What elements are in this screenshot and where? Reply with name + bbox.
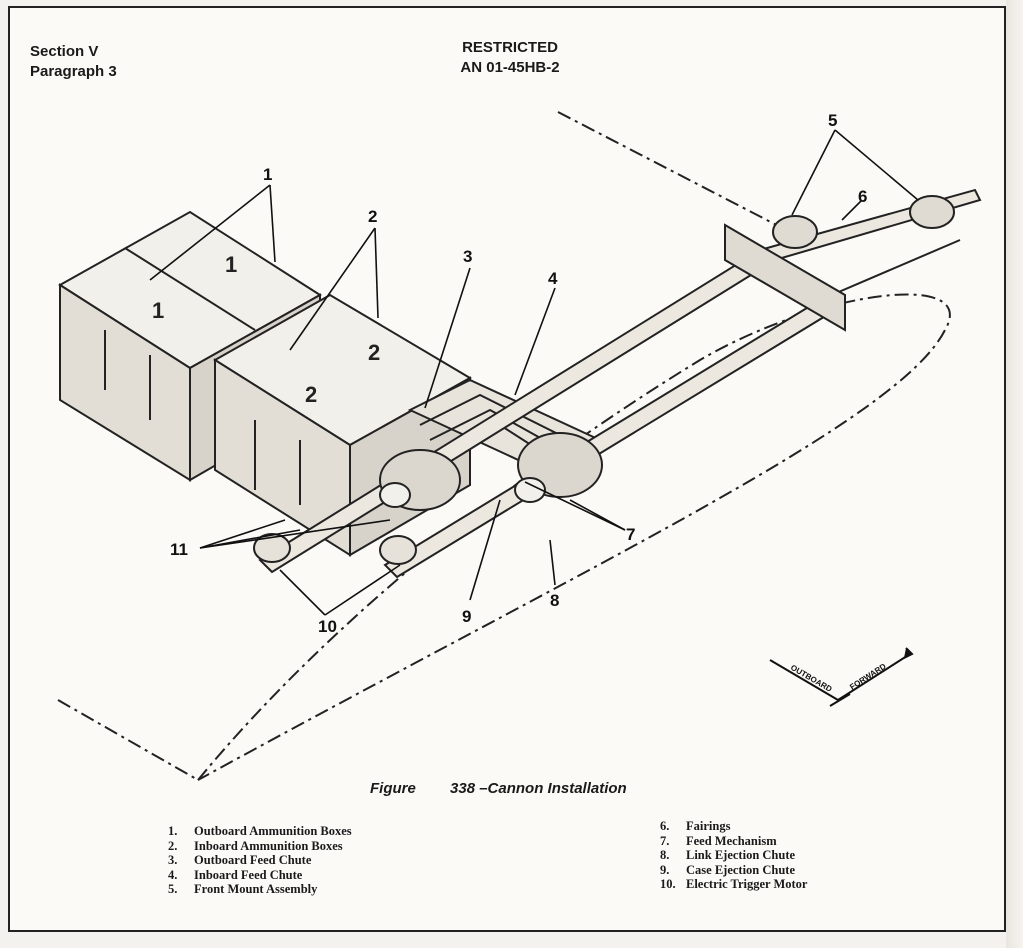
callout-2: 2: [368, 207, 377, 226]
legend-left-column: 1.Outboard Ammunition Boxes 2.Inboard Am…: [168, 824, 352, 897]
legend-item: 10.Electric Trigger Motor: [660, 877, 808, 891]
callout-7: 7: [626, 525, 635, 544]
section-header: Section V Paragraph 3: [30, 42, 117, 82]
figure-caption: Figure 338 –Cannon Installation: [370, 780, 710, 797]
paragraph-label: Paragraph 3: [30, 63, 117, 80]
legend-item: 3.Outboard Feed Chute: [168, 853, 312, 867]
legend-item: 1.Outboard Ammunition Boxes: [168, 824, 352, 838]
legend-item: 5.Front Mount Assembly: [168, 882, 318, 896]
legend-item: 6.Fairings: [660, 819, 731, 833]
box-label-outboard-front: 1: [152, 298, 164, 323]
legend-item: 8.Link Ejection Chute: [660, 848, 796, 862]
wing-lower-edge: [57, 699, 199, 781]
feed-mechanisms: [379, 432, 603, 511]
box-label-outboard-rear: 1: [225, 252, 237, 277]
legend-item: 7.Feed Mechanism: [660, 833, 777, 848]
figure-title: 338 –Cannon Installation: [450, 780, 627, 797]
forward-label: FORWARD: [848, 662, 888, 692]
callout-9: 9: [462, 607, 471, 626]
callout-10: 10: [318, 617, 337, 636]
callout-11: 11: [170, 540, 188, 559]
legend-item: 4.Inboard Feed Chute: [168, 867, 303, 882]
direction-indicator: [769, 647, 914, 707]
classification-label: RESTRICTED: [462, 39, 558, 56]
callout-5: 5: [828, 111, 837, 130]
box-label-inboard-rear: 2: [368, 340, 380, 365]
callout-1: 1: [263, 165, 272, 184]
box-label-inboard-front: 2: [305, 382, 317, 407]
section-label: Section V: [30, 43, 99, 60]
callout-leader-lines: [149, 129, 919, 616]
callout-4: 4: [548, 269, 558, 288]
document-header: RESTRICTED AN 01-45HB-2: [430, 38, 590, 78]
legend-item: 2.Inboard Ammunition Boxes: [168, 838, 343, 853]
legend-right-column: 6.Fairings 7.Feed Mechanism 8.Link Eject…: [660, 819, 807, 892]
document-number: AN 01-45HB-2: [460, 59, 560, 76]
callout-6: 6: [858, 187, 867, 206]
legend-item: 9.Case Ejection Chute: [660, 862, 796, 877]
callout-8: 8: [550, 591, 559, 610]
callout-3: 3: [463, 247, 472, 266]
figure-word: Figure: [370, 780, 416, 797]
outboard-label: OUTBOARD: [789, 663, 834, 694]
page-edge-shadow: [1006, 0, 1023, 948]
electric-trigger-motors: [253, 533, 417, 565]
front-mount-assemblies: [724, 195, 955, 332]
wing-outline: [557, 111, 791, 233]
